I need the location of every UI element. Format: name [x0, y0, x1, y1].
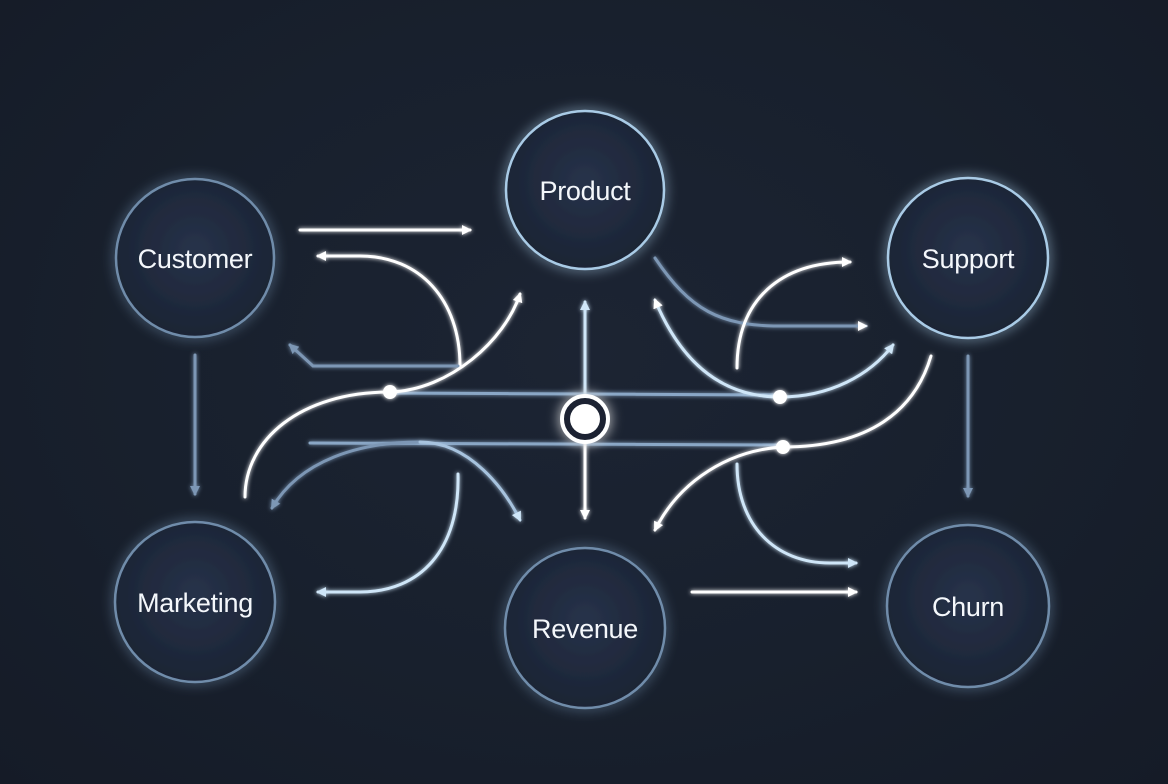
- edge-product-to-customer[interactable]: [316, 251, 462, 368]
- node-marketing-circle: [113, 520, 277, 684]
- node-churn-label: Churn: [932, 592, 1004, 622]
- edge-junction-left-to-product[interactable]: [388, 292, 523, 394]
- junctions: [383, 385, 790, 454]
- node-product[interactable]: Product: [504, 109, 666, 271]
- junction-mid-dot: [776, 440, 790, 454]
- edge-product-to-support[interactable]: [653, 256, 868, 331]
- hub-core: [570, 404, 600, 434]
- edge-junction-right-to-support[interactable]: [778, 343, 895, 399]
- node-product-circle: [504, 109, 666, 271]
- edge-junction-to-customer[interactable]: [288, 343, 460, 368]
- node-revenue-circle: [503, 546, 667, 710]
- node-customer[interactable]: Customer: [114, 177, 276, 339]
- node-churn-circle: [885, 523, 1051, 689]
- edge-junction-left-to-marketing[interactable]: [243, 390, 392, 499]
- node-customer-circle: [114, 177, 276, 339]
- junction-right-dot: [773, 390, 787, 404]
- edge-junction-mid-to-revenue[interactable]: [653, 445, 785, 532]
- node-product-label: Product: [540, 176, 632, 206]
- edge-junction-lower-to-revenue[interactable]: [418, 440, 522, 522]
- node-revenue[interactable]: Revenue: [503, 546, 667, 710]
- node-support[interactable]: Support: [886, 176, 1050, 340]
- junction-left-dot: [383, 385, 397, 399]
- edge-support-to-junction-mid[interactable]: [781, 354, 933, 449]
- node-support-circle: [886, 176, 1050, 340]
- edge-junction-lower-to-marketing[interactable]: [270, 440, 422, 510]
- node-customer-label: Customer: [138, 244, 253, 274]
- node-support-label: Support: [922, 244, 1015, 274]
- node-marketing[interactable]: Marketing: [113, 520, 277, 684]
- nodes: Customer Product Support Marketing Reven…: [113, 109, 1051, 710]
- node-churn[interactable]: Churn: [885, 523, 1051, 689]
- node-revenue-label: Revenue: [532, 614, 638, 644]
- connector-lines: [308, 391, 785, 447]
- edges: [190, 225, 973, 597]
- central-hub[interactable]: [560, 394, 610, 444]
- node-marketing-label: Marketing: [137, 588, 253, 618]
- edge-junction-right-to-product[interactable]: [653, 298, 782, 399]
- edge-revenue-to-marketing[interactable]: [316, 472, 460, 597]
- edge-junction-to-support[interactable]: [735, 257, 852, 370]
- edge-junction-mid-to-churn[interactable]: [735, 462, 858, 568]
